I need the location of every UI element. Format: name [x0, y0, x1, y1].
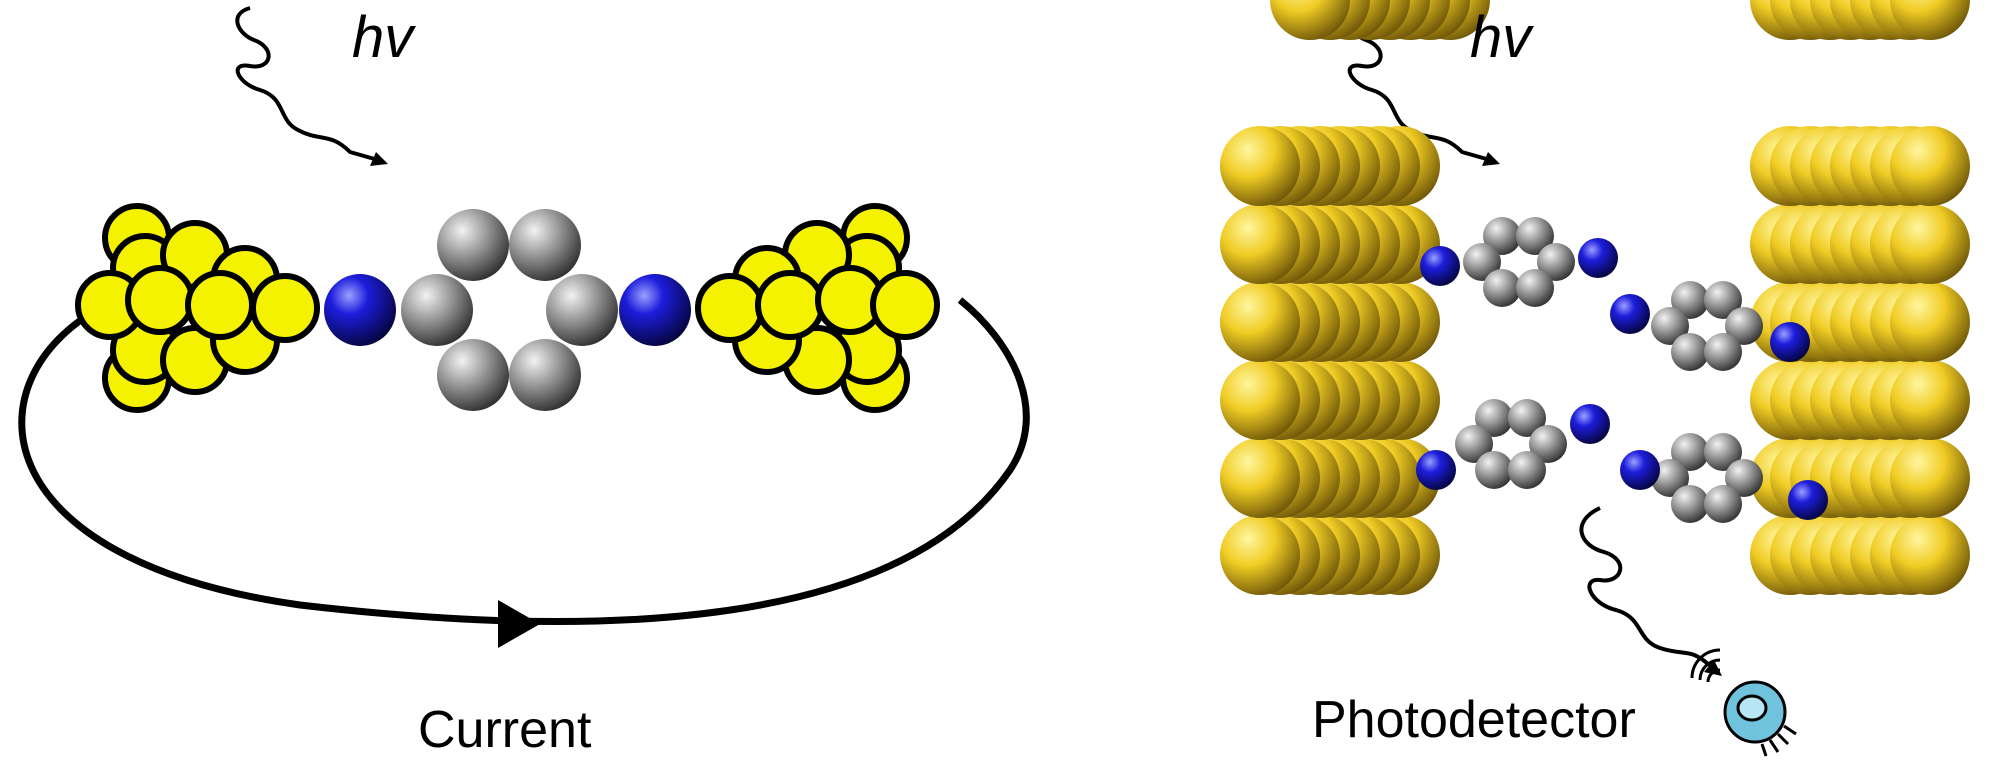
molecule-bottom-right	[1620, 433, 1828, 523]
emitted-photon-wavy-arrow	[1579, 506, 1722, 676]
gold-cluster-left	[75, 203, 320, 413]
photodetector-caption: Photodetector	[1312, 691, 1636, 749]
photon-label-left: hv	[352, 5, 414, 70]
gold-cluster-right	[695, 203, 940, 413]
photon-wavy-arrow-left	[235, 6, 388, 166]
benzene-ring-left	[401, 209, 618, 411]
nitrogen-atom	[619, 274, 691, 346]
current-direction-arrow-icon	[498, 600, 540, 648]
current-caption: Current	[418, 701, 592, 759]
photodetector-icon	[1690, 648, 1797, 757]
nitrogen-atom	[324, 274, 396, 346]
current-circuit-loop	[18, 297, 1030, 648]
right-panel	[1220, 0, 1970, 757]
photon-label-right: hv	[1470, 5, 1532, 70]
left-panel	[18, 6, 1030, 648]
molecule-top-left	[1420, 217, 1618, 307]
molecule-top-right	[1610, 281, 1810, 371]
molecule-bottom-left	[1416, 399, 1610, 490]
gold-electrode-left	[1220, 0, 1490, 595]
gold-electrode-right	[1750, 0, 1970, 595]
